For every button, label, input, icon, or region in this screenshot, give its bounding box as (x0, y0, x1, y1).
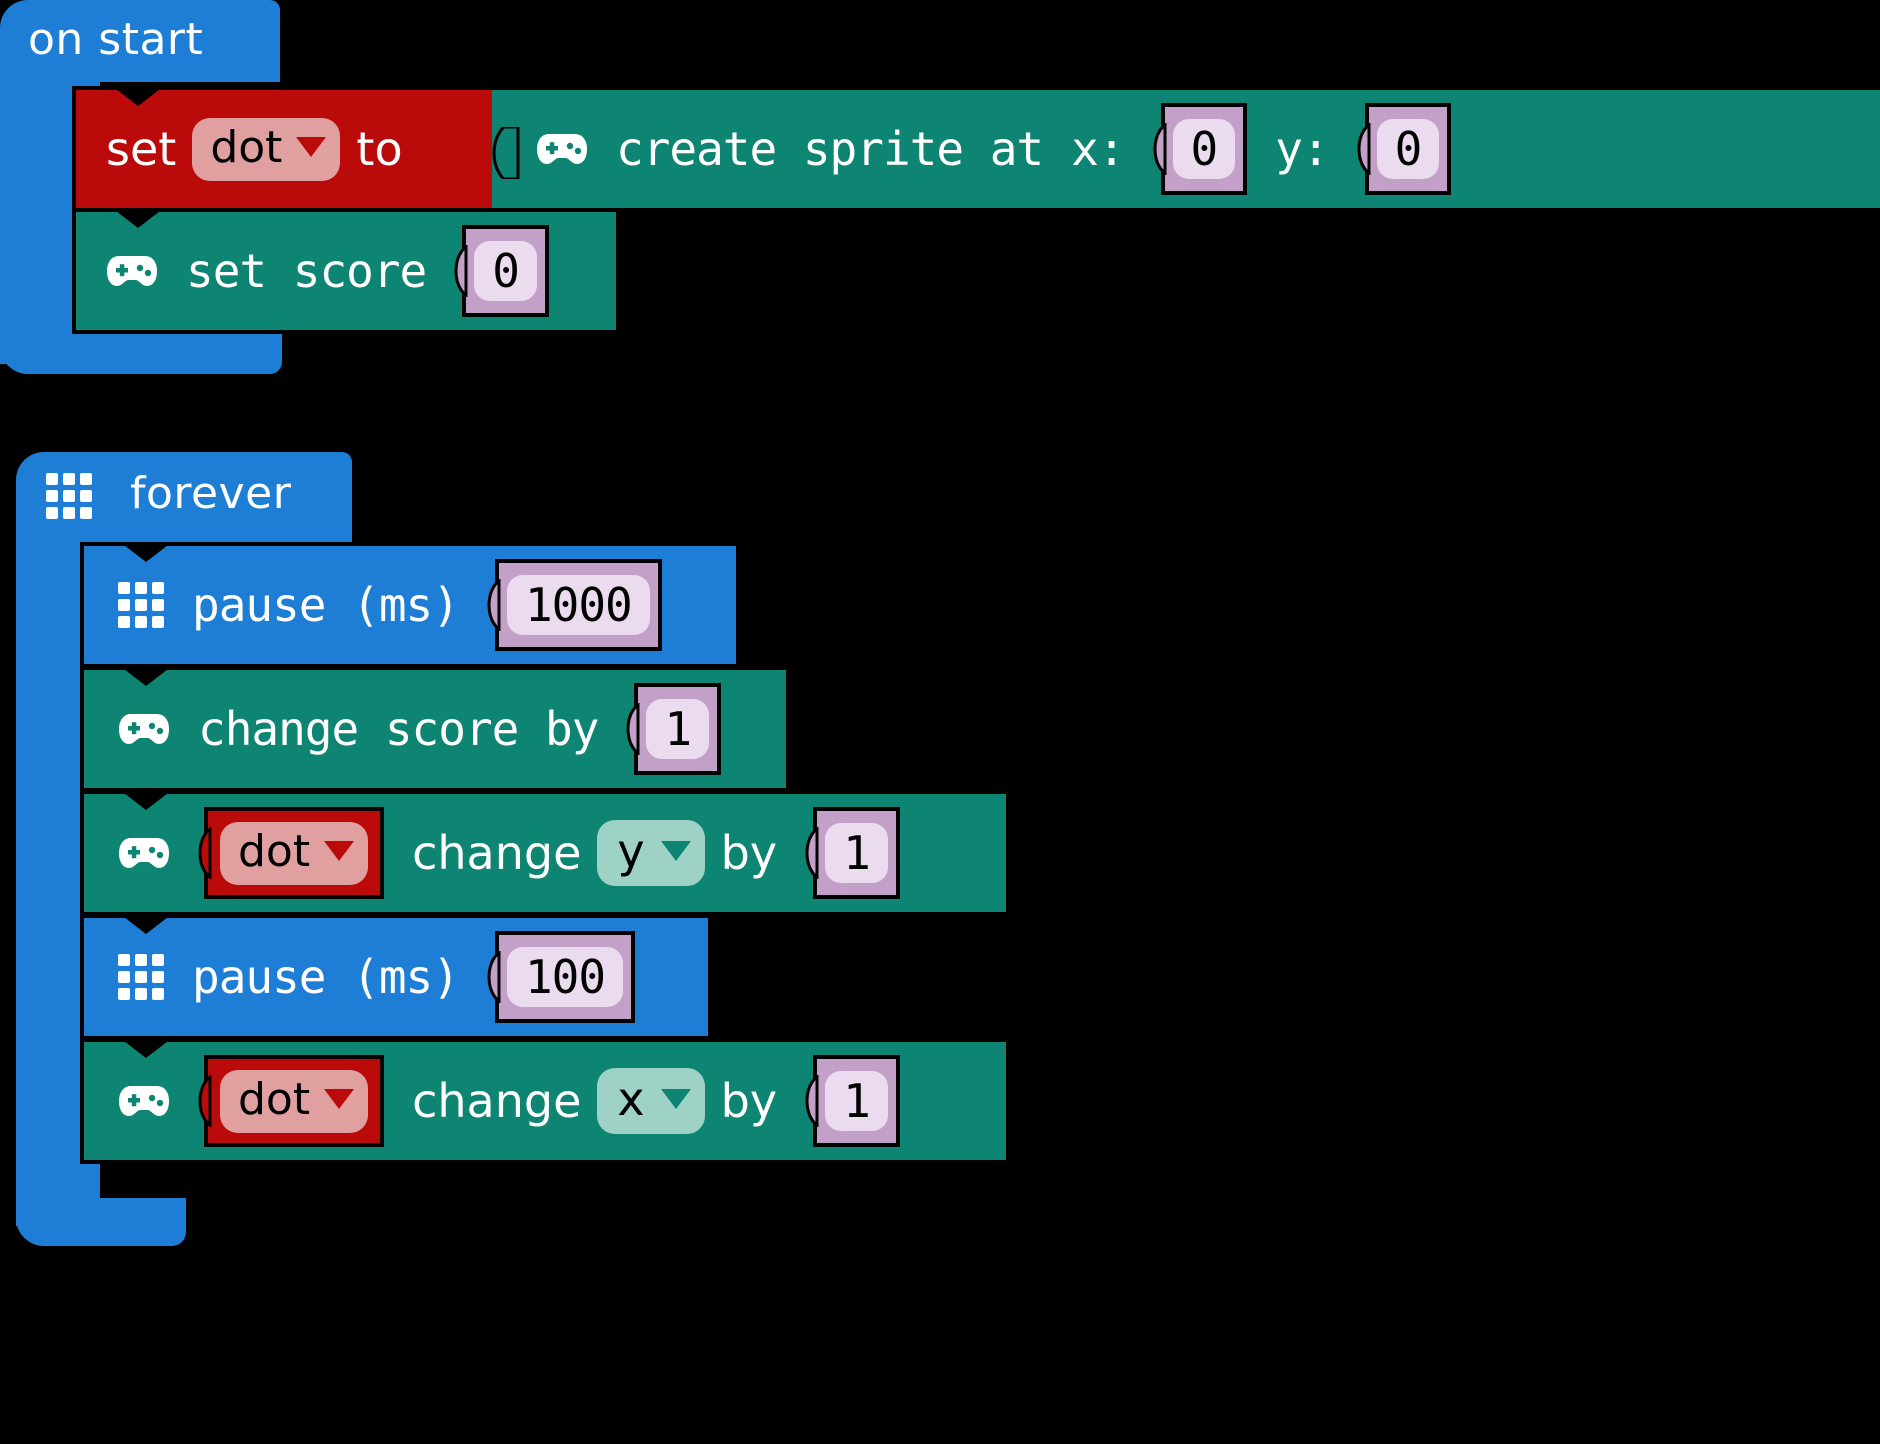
number-block[interactable]: 1 (634, 683, 722, 775)
set-keyword: set (106, 122, 177, 176)
value-plug-icon (1152, 123, 1166, 175)
on-start-hat-top[interactable] (0, 0, 280, 82)
number-block[interactable]: 1 (813, 1055, 900, 1147)
value-plug-icon (626, 703, 640, 755)
set-variable-block[interactable]: set dot to (72, 86, 508, 212)
block-notch (112, 208, 164, 228)
chevron-down-icon (660, 841, 691, 861)
pause-value-slot[interactable]: 1000 (475, 559, 662, 651)
number-block-y[interactable]: 0 (1364, 103, 1452, 195)
dot-change-y-value[interactable]: 1 (825, 822, 888, 884)
dot-change-y-value-slot[interactable]: 1 (793, 807, 900, 899)
variable-dropdown-label: dot (238, 1073, 311, 1125)
variable-dropdown-label: dot (238, 825, 311, 877)
number-value-y[interactable]: 0 (1376, 118, 1440, 180)
forever-hat-foot[interactable] (16, 1198, 186, 1246)
number-block[interactable]: 1 (813, 807, 900, 899)
variable-block-dot[interactable]: dot (204, 1055, 385, 1147)
gamepad-icon (118, 836, 170, 870)
change-keyword: change (412, 1074, 582, 1128)
block-notch (120, 666, 172, 686)
set-score-text: set score (186, 244, 427, 298)
value-plug-icon (1357, 123, 1371, 175)
by-keyword: by (720, 826, 778, 880)
pause-value[interactable]: 100 (506, 946, 624, 1008)
axis-dropdown-y[interactable]: y (597, 820, 705, 886)
variable-dropdown-dot[interactable]: dot (220, 1069, 369, 1133)
change-score-block[interactable]: change score by 1 (80, 666, 790, 792)
pause-text: pause (ms) (192, 578, 460, 632)
value-plug-icon (487, 579, 501, 631)
dot-change-x-value-slot[interactable]: 1 (793, 1055, 900, 1147)
chevron-down-icon (324, 841, 355, 861)
change-score-text: change score by (198, 702, 599, 756)
axis-dropdown-label: x (617, 1072, 645, 1126)
change-keyword: change (412, 826, 582, 880)
on-start-hat-foot[interactable] (0, 330, 282, 374)
param-y-label: y: (1275, 122, 1329, 176)
chevron-down-icon (660, 1089, 691, 1109)
gamepad-icon (118, 1084, 170, 1118)
block-notch (112, 86, 164, 106)
number-block[interactable]: 1000 (494, 559, 662, 651)
value-plug-icon (487, 951, 501, 1003)
set-score-value[interactable]: 0 (474, 240, 537, 302)
param-x-label: x: (1071, 122, 1125, 176)
by-keyword: by (720, 1074, 778, 1128)
block-notch (120, 914, 172, 934)
pause-value-slot[interactable]: 100 (475, 931, 636, 1023)
axis-dropdown-label: y (617, 824, 645, 878)
pause-block-100[interactable]: pause (ms) 100 (80, 914, 712, 1040)
to-keyword: to (356, 122, 403, 176)
led-matrix-icon (118, 582, 164, 628)
param-y-slot[interactable]: 0 (1345, 103, 1452, 195)
value-plug-icon (198, 827, 212, 879)
gamepad-icon (106, 254, 158, 288)
param-x-slot[interactable]: 0 (1141, 103, 1248, 195)
create-sprite-text: create sprite at (616, 122, 1044, 176)
value-plug-icon (198, 1075, 212, 1127)
variable-dropdown-dot[interactable]: dot (220, 821, 369, 885)
variable-block-dot[interactable]: dot (204, 807, 385, 899)
chevron-down-icon (324, 1089, 355, 1109)
dot-variable-slot-x[interactable]: dot (186, 1055, 385, 1147)
block-notch (120, 542, 172, 562)
number-block[interactable]: 100 (494, 931, 636, 1023)
axis-dropdown-x[interactable]: x (597, 1068, 705, 1134)
set-score-value-slot[interactable]: 0 (442, 225, 549, 317)
variable-dropdown-dot[interactable]: dot (192, 117, 341, 181)
block-notch (120, 790, 172, 810)
dot-variable-slot-y[interactable]: dot (186, 807, 385, 899)
variable-dropdown-label: dot (210, 121, 283, 173)
block-notch (120, 1038, 172, 1058)
number-block[interactable]: 0 (462, 225, 549, 317)
led-matrix-icon (46, 473, 92, 519)
on-start-label: on start (28, 14, 204, 65)
pause-block-1000[interactable]: pause (ms) 1000 (80, 542, 740, 668)
set-score-block[interactable]: set score 0 (72, 208, 620, 334)
value-plug-icon (805, 1075, 819, 1127)
gamepad-icon (118, 712, 170, 746)
dot-change-x-value[interactable]: 1 (825, 1070, 888, 1132)
chevron-down-icon (296, 137, 327, 157)
value-plug-icon (805, 827, 819, 879)
value-plug-icon (492, 127, 520, 179)
forever-label: forever (130, 468, 292, 519)
pause-text: pause (ms) (192, 950, 460, 1004)
number-value-x[interactable]: 0 (1172, 118, 1236, 180)
led-matrix-icon (118, 954, 164, 1000)
number-block-x[interactable]: 0 (1160, 103, 1248, 195)
change-score-value-slot[interactable]: 1 (614, 683, 722, 775)
create-sprite-block[interactable]: create sprite at x: 0 y: 0 (492, 86, 1880, 212)
dot-change-x-block[interactable]: dot change x by 1 (80, 1038, 1010, 1164)
dot-change-y-block[interactable]: dot change y by 1 (80, 790, 1010, 916)
change-score-value[interactable]: 1 (646, 698, 710, 760)
value-plug-icon (454, 245, 468, 297)
pause-value[interactable]: 1000 (506, 574, 650, 636)
gamepad-icon (536, 132, 588, 166)
